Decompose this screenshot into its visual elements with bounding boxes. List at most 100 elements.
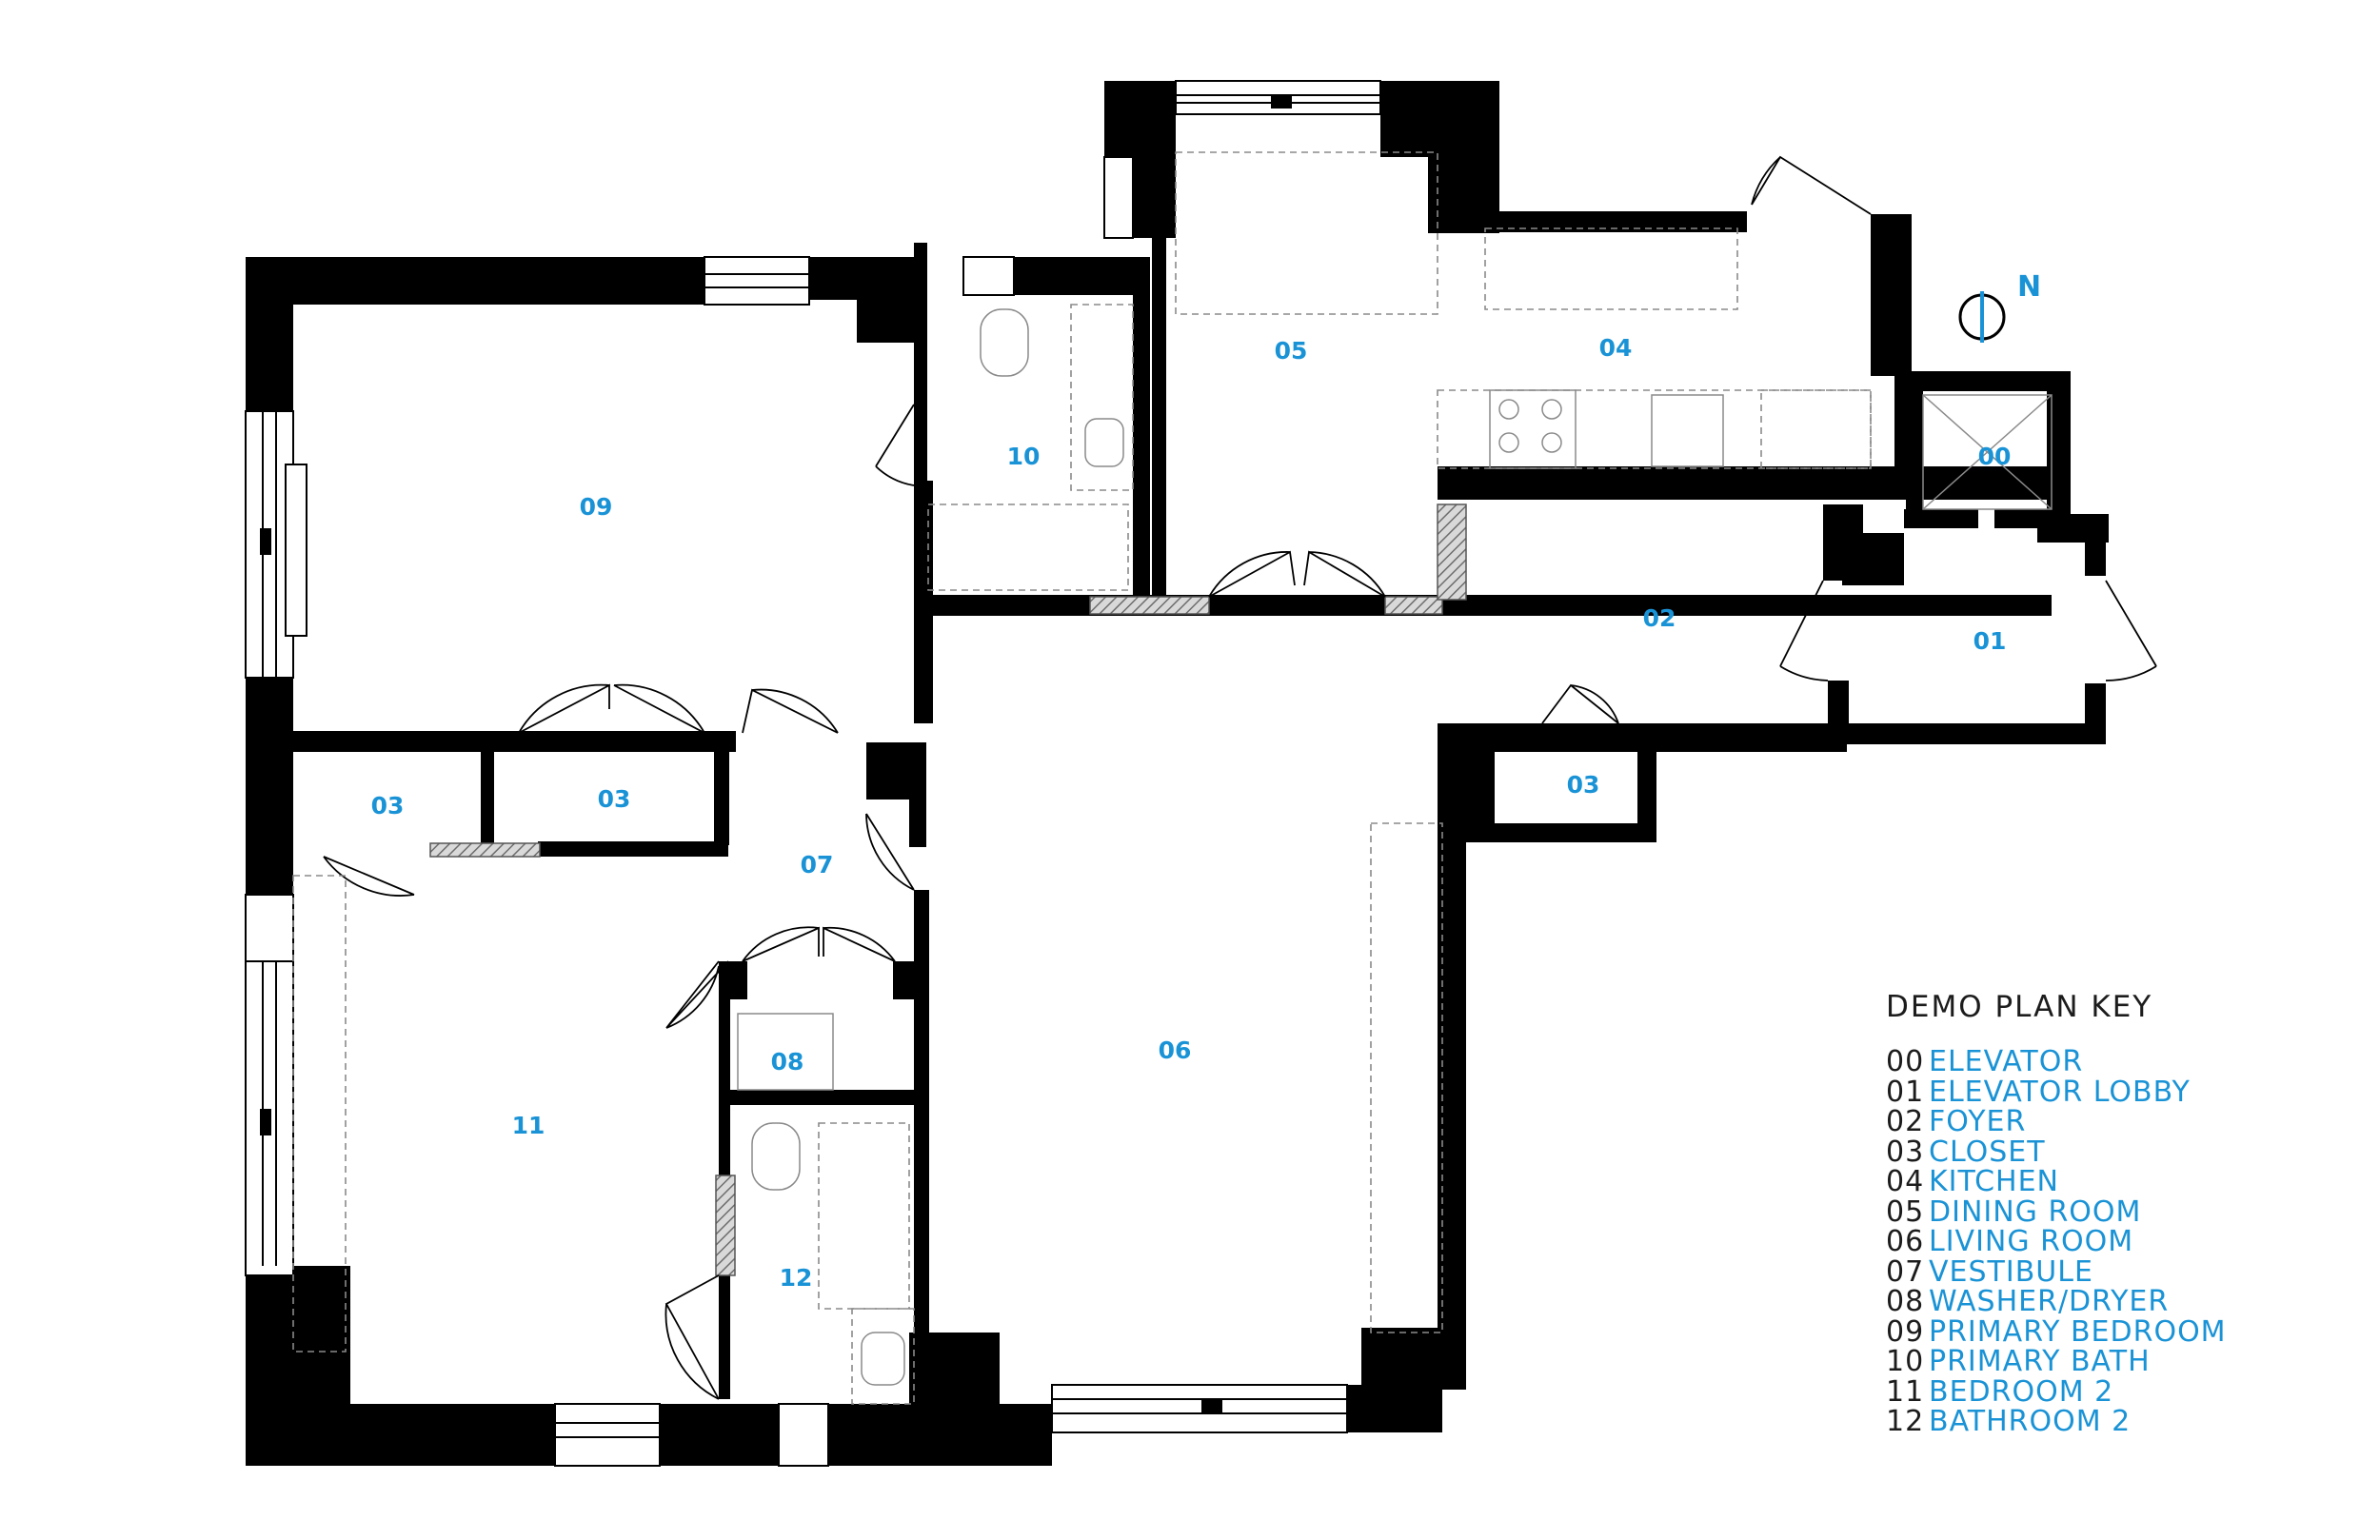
wall xyxy=(2052,374,2069,526)
wall xyxy=(246,1404,555,1466)
hatched-wall xyxy=(1384,596,1443,615)
toilet xyxy=(980,308,1029,377)
plan-key-number: 00 xyxy=(1886,1045,1925,1078)
window xyxy=(778,1403,829,1467)
plan-key-number: 10 xyxy=(1886,1345,1925,1378)
room-label-living-room: 06 xyxy=(1159,1037,1192,1064)
wall xyxy=(1428,81,1499,233)
sink xyxy=(1651,394,1724,467)
wall xyxy=(914,243,927,490)
wall xyxy=(1014,257,1147,295)
plan-key-number: 08 xyxy=(1886,1285,1925,1318)
wall xyxy=(1347,1385,1442,1432)
plan-key-number: 05 xyxy=(1886,1194,1925,1229)
wall xyxy=(719,1090,914,1105)
partition-walls xyxy=(429,503,1467,1276)
bathtub xyxy=(927,503,1129,591)
vanity xyxy=(851,1308,915,1405)
wall xyxy=(1904,509,1978,528)
plan-key-room-name: PRIMARY BATH xyxy=(1929,1345,2151,1378)
room-label-elevator: 00 xyxy=(1978,443,2012,470)
appliances xyxy=(737,308,2053,1386)
wall xyxy=(2085,683,2106,740)
wall xyxy=(1828,723,2106,744)
counter xyxy=(1175,151,1438,315)
walls xyxy=(246,81,2109,1466)
wall xyxy=(246,257,293,411)
plan-key-room-name: DINING ROOM xyxy=(1929,1194,2142,1229)
room-label-primary-bath: 10 xyxy=(1007,443,1041,470)
wall xyxy=(914,595,1104,616)
hatched-wall xyxy=(429,842,541,858)
room-label-primary-bedroom: 09 xyxy=(580,493,613,521)
wall xyxy=(1842,533,1904,585)
window xyxy=(1051,1384,1348,1433)
plan-key-room-name: ELEVATOR LOBBY xyxy=(1929,1075,2191,1109)
hatched-wall xyxy=(1089,596,1210,615)
wall xyxy=(857,257,923,343)
room-labels: 00 01 02 03 03 03 04 05 06 07 08 09 10 1… xyxy=(371,334,2012,1292)
wall xyxy=(660,1404,779,1466)
plan-key-number: 07 xyxy=(1886,1254,1925,1289)
plan-key-room-name: BATHROOM 2 xyxy=(1929,1405,2132,1438)
plan-key-number: 04 xyxy=(1886,1165,1925,1198)
plan-key-room-name: KITCHEN xyxy=(1929,1165,2059,1198)
wall xyxy=(1906,374,1923,526)
vanity xyxy=(1070,304,1134,491)
doors xyxy=(323,155,2157,1400)
plan-key-number: 01 xyxy=(1886,1075,1925,1109)
room-label-bathroom-2: 12 xyxy=(780,1264,813,1292)
sink xyxy=(861,1332,905,1386)
bathtub xyxy=(818,1122,910,1310)
wall xyxy=(1438,723,1514,752)
north-label: N xyxy=(2017,270,2041,304)
room-label-dining-room: 05 xyxy=(1275,337,1308,365)
wall xyxy=(246,257,710,305)
wall xyxy=(538,841,728,857)
room-label-vestibule: 07 xyxy=(801,851,834,879)
plan-key-number: 06 xyxy=(1886,1225,1925,1258)
wall xyxy=(1637,723,1656,838)
window xyxy=(962,256,1015,296)
window xyxy=(245,960,294,1276)
wall xyxy=(909,742,926,847)
room-label-closet-foyer: 03 xyxy=(1567,771,1600,799)
wall xyxy=(246,841,276,855)
wall xyxy=(1133,257,1150,595)
plan-key-room-name: LIVING ROOM xyxy=(1929,1225,2134,1258)
elevator-car xyxy=(1922,394,2053,510)
room-label-kitchen: 04 xyxy=(1599,334,1633,362)
closet-rail xyxy=(292,875,347,1352)
room-label-closet-center: 03 xyxy=(598,785,631,813)
wall xyxy=(246,678,293,895)
plan-key-room-name: ELEVATOR xyxy=(1929,1045,2084,1078)
plan-key-room-name: VESTIBULE xyxy=(1929,1254,2093,1289)
plan-key-title: DEMO PLAN KEY xyxy=(1886,990,2153,1024)
toilet xyxy=(751,1122,801,1191)
closet-rail xyxy=(1370,822,1443,1333)
wall xyxy=(714,731,729,845)
wall xyxy=(1904,374,2071,391)
room-label-foyer: 02 xyxy=(1643,604,1676,632)
room-label-bedroom-2: 11 xyxy=(512,1112,545,1139)
room-label-closet-west: 03 xyxy=(371,792,405,819)
sink xyxy=(1084,418,1124,467)
plan-key-room-name: CLOSET xyxy=(1929,1135,2046,1169)
wall xyxy=(481,731,494,845)
fixtures xyxy=(292,151,1872,1405)
plan-key-number: 12 xyxy=(1886,1405,1925,1438)
window xyxy=(704,256,810,306)
plan-key-number: 11 xyxy=(1886,1374,1925,1409)
